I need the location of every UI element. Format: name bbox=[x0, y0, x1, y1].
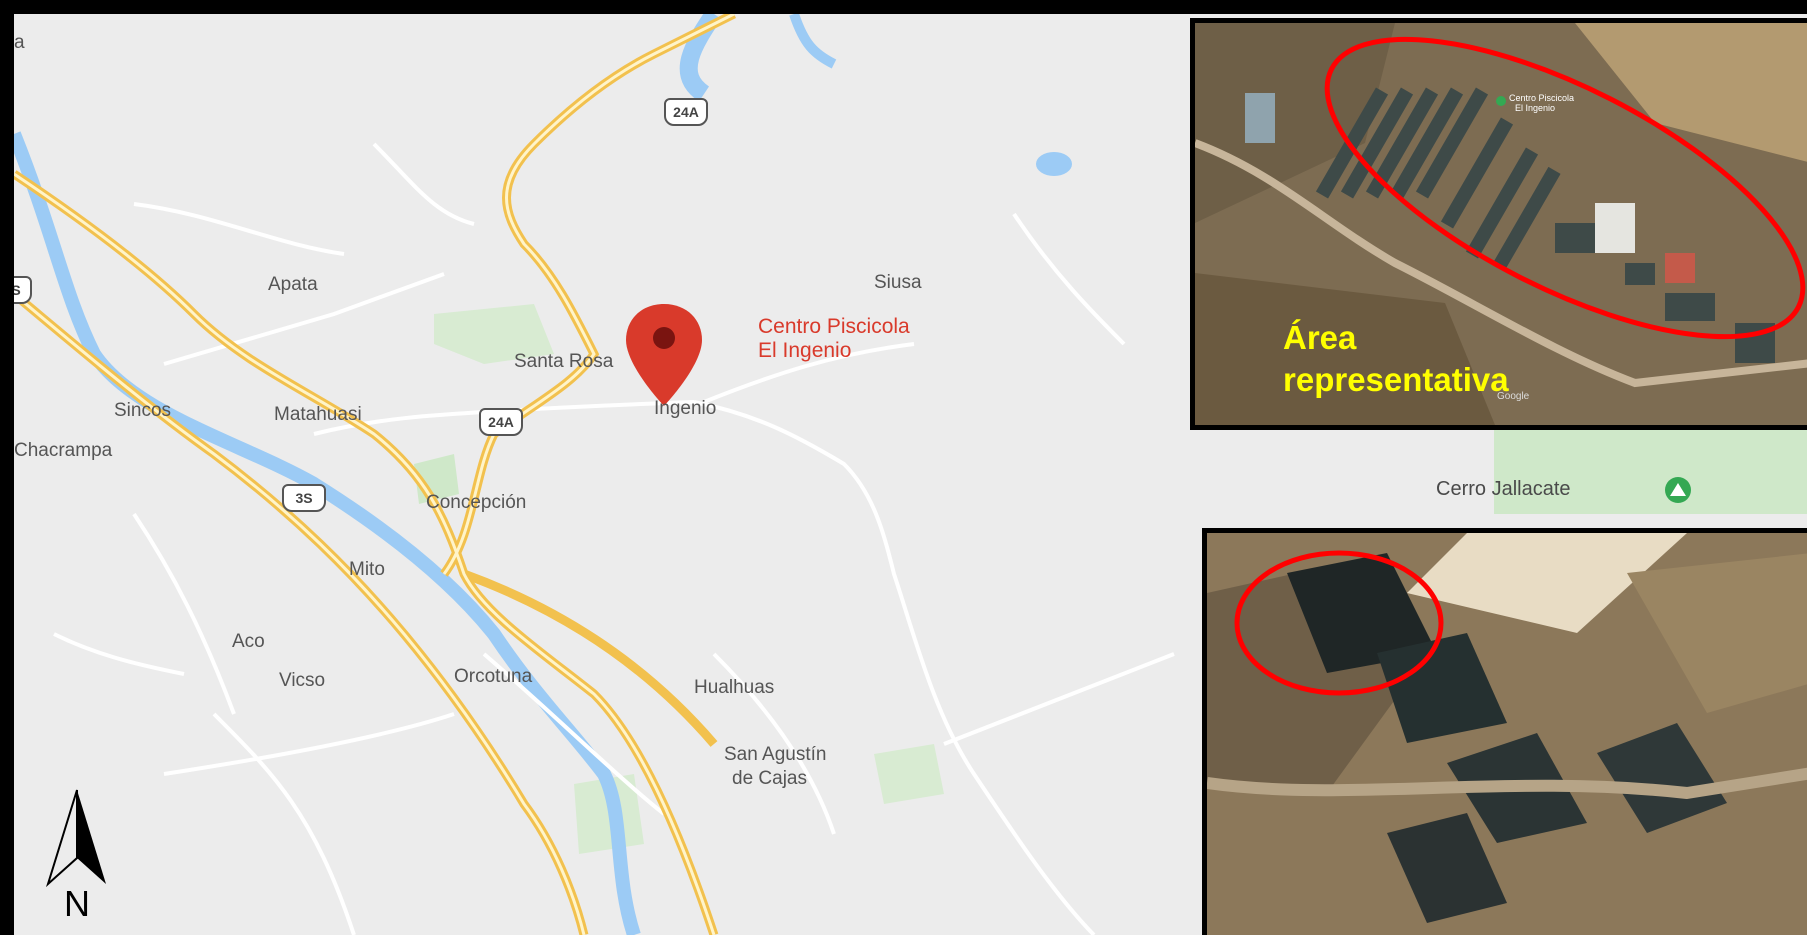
location-marker-icon[interactable] bbox=[626, 304, 702, 406]
area-label: Área representativa bbox=[1283, 317, 1509, 401]
location-pin-icon bbox=[1496, 96, 1506, 106]
map-label-san-agustin: San Agustín bbox=[724, 744, 827, 765]
route-shield-24a: 24A bbox=[664, 98, 708, 126]
highlight-ellipse bbox=[1234, 550, 1444, 696]
river bbox=[14, 131, 641, 935]
map-label-aco: Aco bbox=[232, 631, 265, 652]
map-label-santa-rosa: Santa Rosa bbox=[514, 351, 614, 372]
map-label-edge-a: a bbox=[14, 32, 25, 53]
map-label-orcotuna: Orcotuna bbox=[454, 666, 533, 687]
area-label-line1: Área bbox=[1283, 319, 1357, 356]
map-label-vicso: Vicso bbox=[279, 670, 326, 691]
route-shield-24a: 24A bbox=[479, 408, 523, 436]
park-area bbox=[874, 744, 944, 804]
north-label: N bbox=[64, 883, 90, 924]
area-label-line2: representativa bbox=[1283, 361, 1509, 398]
route-shield-3s: 3S bbox=[282, 484, 326, 512]
map-label-cerro-jallacate: Cerro Jallacate bbox=[1436, 478, 1571, 500]
highlight-ellipse bbox=[1324, 36, 1806, 340]
sat-place-tag-line1: Centro Piscicola bbox=[1509, 93, 1575, 103]
map-label-mito: Mito bbox=[349, 559, 385, 580]
north-arrow: N bbox=[44, 788, 110, 928]
map-label-matahuasi: Matahuasi bbox=[274, 404, 362, 425]
lake bbox=[1036, 152, 1072, 176]
street-map[interactable]: a Apata Siusa Santa Rosa Sincos Matahuas… bbox=[14, 14, 1807, 935]
map-label-de-cajas: de Cajas bbox=[732, 768, 807, 789]
mountain-peak-icon[interactable] bbox=[1665, 477, 1691, 503]
map-background bbox=[14, 14, 1807, 935]
satellite-closeup-image bbox=[1207, 533, 1807, 935]
sat-place-tag-line2: El Ingenio bbox=[1515, 103, 1556, 113]
route-shield-edge: S bbox=[14, 276, 32, 304]
poi-name-line1: Centro Piscicola bbox=[758, 315, 910, 338]
map-label-chacrampa: Chacrampa bbox=[14, 440, 113, 461]
satellite-inset-overview: Centro Piscicola El Ingenio Área represe… bbox=[1190, 18, 1807, 430]
map-label-concepcion: Concepción bbox=[426, 492, 527, 513]
sat-place-tag: Centro Piscicola El Ingenio bbox=[1509, 93, 1574, 113]
map-label-siusa: Siusa bbox=[874, 272, 922, 293]
google-watermark: Google bbox=[1497, 391, 1530, 402]
satellite-overview-image bbox=[1195, 23, 1807, 425]
river bbox=[789, 14, 837, 69]
map-label-sincos: Sincos bbox=[114, 400, 172, 421]
map-label-hualhuas: Hualhuas bbox=[694, 677, 775, 698]
map-label-apata: Apata bbox=[268, 274, 318, 295]
park-area bbox=[434, 304, 554, 364]
satellite-inset-closeup bbox=[1202, 528, 1807, 935]
poi-label[interactable]: Centro Piscicola El Ingenio bbox=[758, 315, 910, 363]
map-label-ingenio: Ingenio bbox=[654, 398, 717, 419]
poi-name-line2: El Ingenio bbox=[758, 339, 852, 362]
north-arrow-icon bbox=[45, 789, 106, 888]
